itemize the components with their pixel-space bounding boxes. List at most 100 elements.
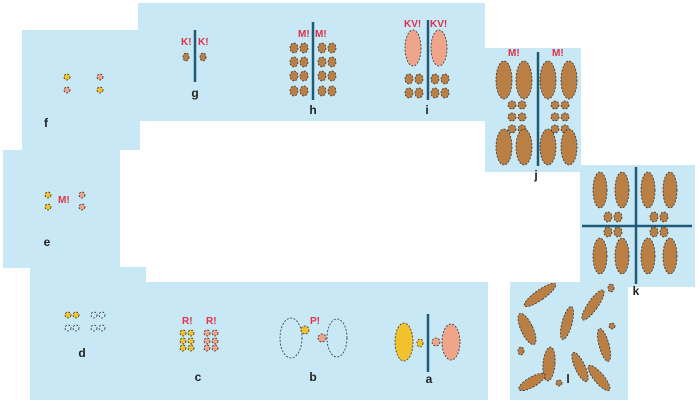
cell-shape-82 bbox=[539, 128, 557, 166]
cell-shape-52 bbox=[327, 70, 337, 82]
label-h: h bbox=[309, 103, 317, 117]
label-g: g bbox=[191, 86, 199, 100]
cell-shape-67 bbox=[560, 60, 578, 100]
annotation-h-left: M! bbox=[298, 29, 310, 40]
cell-shape-41 bbox=[289, 85, 299, 97]
cell-shape-110 bbox=[607, 283, 615, 293]
cell-shape-112 bbox=[608, 322, 616, 330]
annotation-h-right: M! bbox=[315, 29, 327, 40]
label-j: j bbox=[534, 168, 538, 182]
label-k: k bbox=[632, 284, 640, 298]
cell-shape-64 bbox=[495, 60, 513, 100]
cell-shape-33 bbox=[63, 86, 71, 94]
cell-shape-106 bbox=[571, 351, 589, 383]
cell-shape-43 bbox=[299, 56, 309, 68]
cell-shape-61 bbox=[430, 87, 440, 99]
annotation-j-left: M! bbox=[508, 48, 520, 59]
cell-shape-37 bbox=[199, 52, 207, 62]
cell-shape-42 bbox=[299, 42, 309, 54]
cell-shape-28 bbox=[44, 191, 52, 199]
cell-shape-60 bbox=[430, 73, 440, 85]
cell-shape-26 bbox=[90, 324, 98, 332]
cell-shape-0 bbox=[394, 322, 414, 362]
cell-shape-74 bbox=[550, 100, 560, 110]
cell-shape-48 bbox=[317, 70, 327, 82]
panel-bottom-strip bbox=[140, 282, 373, 400]
cell-shape-55 bbox=[430, 29, 448, 67]
cell-shape-2 bbox=[431, 337, 441, 347]
panel-a bbox=[372, 282, 488, 400]
cell-shape-44 bbox=[299, 70, 309, 82]
cell-shape-72 bbox=[517, 112, 527, 122]
label-l: l bbox=[566, 372, 570, 386]
cell-shape-19 bbox=[187, 337, 195, 345]
cell-shape-81 bbox=[515, 128, 533, 166]
cell-shape-49 bbox=[317, 85, 327, 97]
cell-shape-51 bbox=[327, 56, 337, 68]
cell-shape-59 bbox=[414, 87, 424, 99]
cell-shape-70 bbox=[507, 124, 517, 134]
cell-shape-8 bbox=[179, 329, 187, 337]
cell-shape-100 bbox=[523, 282, 557, 308]
cell-shape-6 bbox=[317, 333, 327, 343]
cell-shape-39 bbox=[289, 56, 299, 68]
cell-shape-16 bbox=[203, 344, 211, 352]
cell-shape-89 bbox=[614, 237, 630, 275]
label-b: b bbox=[309, 370, 317, 384]
cell-shape-10 bbox=[179, 344, 187, 352]
cell-shape-96 bbox=[649, 211, 659, 223]
cell-shape-95 bbox=[613, 226, 623, 238]
cell-shape-69 bbox=[507, 112, 517, 122]
cell-shape-107 bbox=[518, 372, 546, 392]
label-c: c bbox=[194, 370, 202, 384]
cell-shape-68 bbox=[507, 100, 517, 110]
annotation-b: P! bbox=[310, 316, 320, 327]
cell-shape-103 bbox=[560, 306, 574, 340]
cell-shape-20 bbox=[64, 311, 72, 319]
cell-shape-104 bbox=[597, 328, 611, 362]
cell-shape-13 bbox=[211, 329, 219, 337]
annotation-c-left: R! bbox=[182, 316, 193, 327]
annotation-c-right: R! bbox=[206, 316, 217, 327]
cell-shape-71 bbox=[517, 100, 527, 110]
cell-shape-75 bbox=[550, 112, 560, 122]
cell-shape-76 bbox=[550, 124, 560, 134]
cell-shape-83 bbox=[560, 128, 578, 166]
annotation-g-left: K! bbox=[181, 37, 192, 48]
label-a: a bbox=[425, 372, 433, 386]
cell-shape-32 bbox=[63, 73, 71, 81]
cell-shape-45 bbox=[299, 85, 309, 97]
cell-shape-9 bbox=[187, 329, 195, 337]
cell-shape-18 bbox=[179, 337, 187, 345]
cell-shape-101 bbox=[581, 289, 605, 321]
cell-shape-23 bbox=[72, 324, 80, 332]
cell-shape-24 bbox=[90, 311, 98, 319]
annotation-g-right: K! bbox=[198, 37, 209, 48]
cell-shape-86 bbox=[640, 171, 656, 209]
cell-shape-1 bbox=[416, 338, 424, 348]
cell-shape-53 bbox=[327, 85, 337, 97]
label-f: f bbox=[44, 116, 48, 130]
cell-shape-15 bbox=[211, 337, 219, 345]
cell-shape-65 bbox=[515, 60, 533, 100]
cell-shape-7 bbox=[326, 318, 348, 358]
cell-shape-58 bbox=[414, 73, 424, 85]
label-i: i bbox=[425, 103, 429, 117]
cell-shape-29 bbox=[44, 203, 52, 211]
cell-shape-57 bbox=[404, 87, 414, 99]
cell-shape-87 bbox=[662, 171, 678, 209]
cell-shape-63 bbox=[440, 87, 450, 99]
cell-shape-12 bbox=[203, 329, 211, 337]
cell-shape-50 bbox=[327, 42, 337, 54]
panel-d bbox=[30, 267, 146, 400]
cell-shape-21 bbox=[72, 311, 80, 319]
cell-shape-40 bbox=[289, 70, 299, 82]
cell-shape-92 bbox=[603, 211, 613, 223]
cell-shape-94 bbox=[613, 211, 623, 223]
cell-shape-78 bbox=[560, 112, 570, 122]
cell-shape-108 bbox=[587, 364, 611, 392]
cell-shape-111 bbox=[555, 379, 563, 387]
cell-shape-47 bbox=[317, 56, 327, 68]
cell-shape-99 bbox=[659, 226, 669, 238]
